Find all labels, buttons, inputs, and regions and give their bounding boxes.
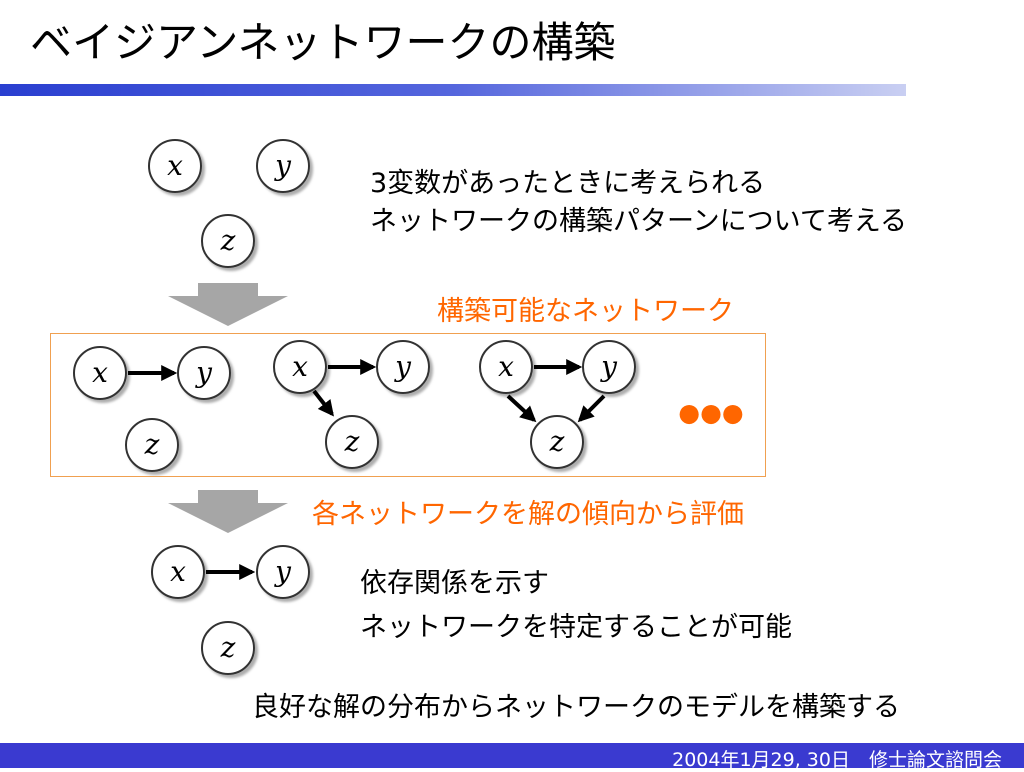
intro-text-line2: ネットワークの構築パターンについて考える (370, 206, 908, 237)
node-x: x (92, 356, 108, 389)
edge-x-to-z (506, 394, 537, 423)
edge-y-to-z (577, 394, 606, 423)
result-text-line1: 依存関係を示す (360, 568, 549, 599)
node-y: y (393, 350, 412, 383)
node-x: x (170, 555, 186, 588)
initial-nodes: x y z (148, 139, 310, 268)
evaluate-networks-label: 各ネットワークを解の傾向から評価 (312, 499, 744, 530)
node-z: z (220, 631, 236, 664)
node-y: y (599, 350, 618, 383)
title-underline-bar (0, 84, 906, 96)
node-x: x (167, 149, 183, 182)
node-z: z (344, 425, 360, 458)
footer-bar (0, 743, 1024, 768)
node-z: z (549, 425, 565, 458)
edge-x-to-z (312, 389, 334, 417)
node-z: z (220, 224, 236, 257)
node-z: z (144, 428, 160, 461)
network-option-3: x y z (479, 340, 636, 469)
node-y: y (273, 555, 292, 588)
selected-network: x y z (151, 545, 310, 675)
flow-down-arrow-2 (168, 490, 288, 533)
intro-text-line1: 3変数があったときに考えられる (370, 168, 766, 199)
slide-title: ベイジアンネットワークの構築 (30, 18, 616, 67)
possible-networks-label: 構築可能なネットワーク (437, 296, 734, 327)
more-networks-ellipsis: ●●● (678, 398, 743, 427)
node-y: y (194, 356, 213, 389)
conclusion-text: 良好な解の分布からネットワークのモデルを構築する (252, 692, 900, 723)
flow-down-arrow-1 (168, 283, 288, 326)
node-x: x (498, 350, 514, 383)
network-option-2: x y z (273, 340, 430, 469)
possible-networks-box (50, 333, 766, 477)
footer-date-event: 2004年1月29, 30日 修士論文諮問会 (672, 749, 1002, 771)
result-text-line2: ネットワークを特定することが可能 (360, 612, 792, 643)
node-x: x (292, 350, 308, 383)
network-option-1: x y z (73, 346, 231, 472)
node-y: y (273, 149, 292, 182)
